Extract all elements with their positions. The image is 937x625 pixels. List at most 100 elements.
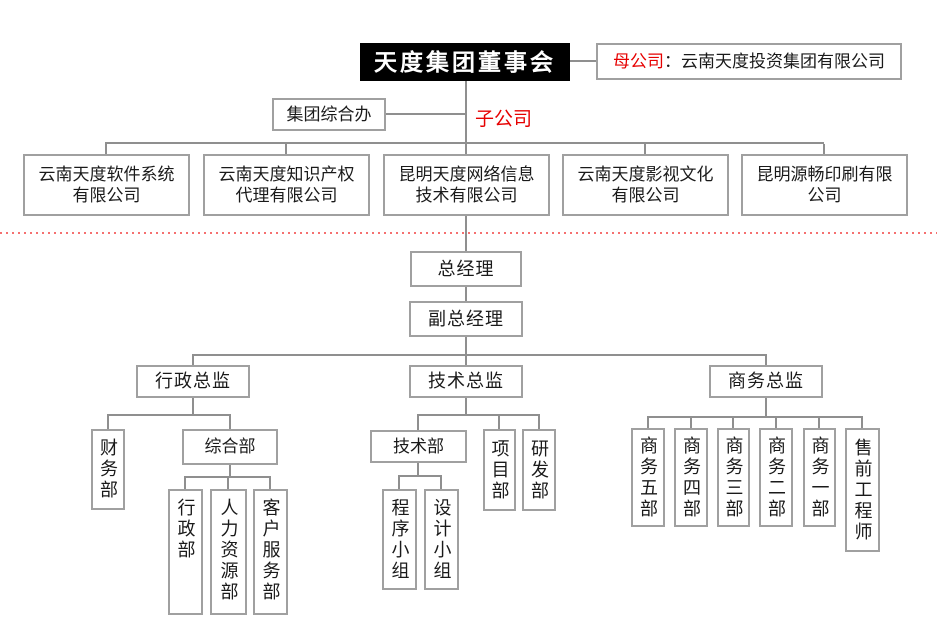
project-dept-label: 项目部 (489, 438, 510, 502)
connector-line (644, 144, 646, 154)
node-deputy-general-manager: 副总经理 (409, 301, 523, 337)
connector-line (465, 398, 467, 416)
business-dept-4-label: 商务四部 (681, 435, 701, 520)
node-business-director: 商务总监 (709, 365, 823, 398)
business-director-label: 商务总监 (728, 371, 804, 392)
node-design-team: 设计小组 (424, 489, 459, 590)
connector-line (184, 478, 186, 489)
connector-line (417, 463, 419, 477)
connector-line (229, 416, 231, 429)
node-customer-service-dept: 客户服务部 (253, 489, 288, 615)
connector-line (107, 416, 109, 429)
subsidiary-name: 云南天度软件系统有限公司 (38, 164, 175, 205)
connector-line (285, 144, 287, 154)
connector-line (465, 337, 467, 355)
connector-line (538, 416, 540, 429)
presales-engineer-label: 售前工程师 (852, 437, 873, 543)
connector-line (192, 398, 194, 416)
node-presales-engineer: 售前工程师 (845, 428, 880, 552)
design-team-label: 设计小组 (431, 497, 452, 582)
connector-line (192, 354, 767, 356)
finance-dept-label: 财务部 (98, 438, 118, 501)
connector-line (823, 144, 825, 154)
node-subsidiary-ip-agency: 云南天度知识产权代理有限公司 (203, 154, 370, 216)
connector-line (818, 418, 820, 428)
connector-line (398, 475, 442, 477)
node-admin-director: 行政总监 (136, 365, 250, 398)
connector-line (417, 416, 419, 430)
business-dept-1-label: 商务一部 (809, 435, 830, 520)
general-manager-label: 总经理 (437, 258, 495, 279)
connector-line (227, 478, 229, 489)
node-subsidiary-media: 云南天度影视文化有限公司 (562, 154, 729, 216)
node-group-office: 集团综合办 (272, 98, 386, 131)
subsidiary-name: 云南天度影视文化有限公司 (577, 164, 714, 205)
node-business-dept-4: 商务四部 (674, 428, 708, 527)
tech-dept-label: 技术部 (393, 436, 444, 456)
node-program-team: 程序小组 (382, 489, 417, 590)
subsidiary-name: 昆明天度网络信息技术有限公司 (398, 164, 535, 205)
connector-line (229, 465, 231, 478)
connector-line (465, 144, 467, 154)
connector-line (690, 418, 692, 428)
general-dept-label: 综合部 (204, 437, 256, 457)
parent-company-label: 母公司 (613, 51, 664, 71)
node-admin-dept: 行政部 (168, 489, 203, 615)
dotted-divider-line (0, 232, 937, 234)
connector-line (105, 142, 824, 144)
connector-line (465, 81, 467, 143)
connector-line (647, 416, 863, 418)
node-rnd-dept: 研发部 (522, 429, 556, 511)
node-general-dept: 综合部 (182, 429, 278, 465)
connector-line (105, 144, 107, 154)
subsidiary-label: 子公司 (475, 109, 533, 130)
subsidiary-name: 云南天度知识产权代理有限公司 (218, 164, 355, 205)
deputy-general-manager-label: 副总经理 (428, 308, 504, 329)
node-business-dept-3: 商务三部 (717, 428, 750, 527)
customer-service-dept-label: 客户服务部 (260, 498, 281, 603)
connector-line (269, 478, 271, 489)
admin-dept-label: 行政部 (175, 498, 196, 561)
node-business-dept-2: 商务二部 (759, 428, 793, 527)
node-tech-director: 技术总监 (409, 365, 523, 398)
node-tech-dept: 技术部 (370, 430, 467, 463)
connector-line (765, 398, 767, 418)
node-hr-dept: 人力资源部 (210, 489, 247, 615)
node-business-dept-1: 商务一部 (803, 428, 836, 527)
node-subsidiary-printing: 昆明源畅印刷有限公司 (741, 154, 908, 216)
node-subsidiary-software: 云南天度软件系统有限公司 (23, 154, 190, 216)
node-business-dept-5: 商务五部 (631, 428, 665, 527)
node-parent-company: 母公司：云南天度投资集团有限公司 (596, 43, 902, 80)
connector-line (440, 477, 442, 489)
connector-line (107, 414, 231, 416)
connector-line (647, 418, 649, 428)
connector-line (192, 356, 194, 365)
parent-company-separator: ： (664, 51, 681, 71)
connector-line (498, 416, 500, 429)
node-finance-dept: 财务部 (91, 429, 125, 510)
connector-line (465, 356, 467, 365)
node-project-dept: 项目部 (483, 429, 516, 511)
board-title: 天度集团董事会 (374, 48, 556, 75)
program-team-label: 程序小组 (389, 497, 410, 582)
node-subsidiary-network: 昆明天度网络信息技术有限公司 (383, 154, 550, 216)
connector-line (775, 418, 777, 428)
connector-line (398, 477, 400, 489)
business-dept-2-label: 商务二部 (766, 435, 786, 520)
connector-line (386, 113, 465, 115)
connector-line (417, 414, 540, 416)
connector-line (465, 287, 467, 301)
group-office-label: 集团综合办 (286, 104, 372, 124)
business-dept-5-label: 商务五部 (638, 435, 658, 520)
connector-line (765, 356, 767, 365)
hr-dept-label: 人力资源部 (218, 498, 239, 603)
node-board: 天度集团董事会 (360, 43, 570, 81)
tech-director-label: 技术总监 (428, 371, 504, 392)
connector-line (184, 476, 271, 478)
connector-line (570, 60, 596, 62)
connector-line (861, 418, 863, 428)
node-general-manager: 总经理 (410, 251, 522, 287)
parent-company-name: 云南天度投资集团有限公司 (681, 51, 885, 71)
connector-line (732, 418, 734, 428)
